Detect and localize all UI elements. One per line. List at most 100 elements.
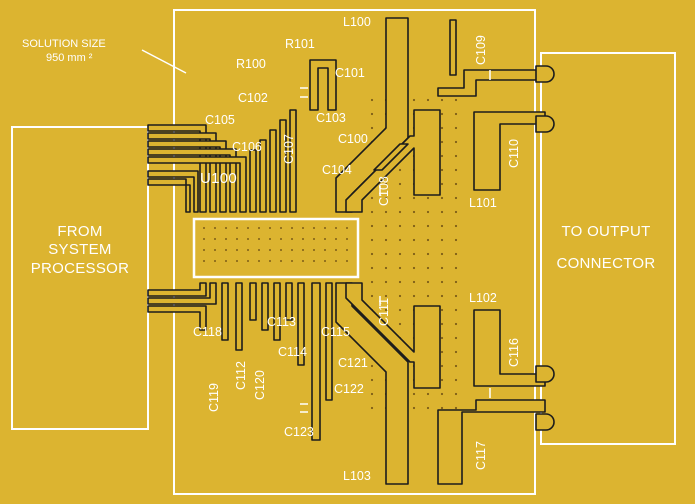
via [454, 336, 458, 340]
via [440, 266, 444, 270]
via [454, 322, 458, 326]
via [454, 238, 458, 242]
ic-via [236, 260, 238, 262]
via [426, 196, 430, 200]
ic-via [258, 249, 260, 251]
via [454, 168, 458, 172]
ic-via [335, 238, 337, 240]
ic-via [247, 260, 249, 262]
via [398, 308, 402, 312]
via [370, 196, 374, 200]
ic-via [313, 238, 315, 240]
ic-label: U100 [200, 170, 237, 187]
via [412, 98, 416, 102]
ref-c100: C100 [338, 132, 368, 146]
ref-c103: C103 [316, 111, 346, 125]
ic-via [236, 249, 238, 251]
via [398, 224, 402, 228]
via [426, 294, 430, 298]
via [370, 266, 374, 270]
via [454, 182, 458, 186]
via [440, 294, 444, 298]
via [454, 252, 458, 256]
via [440, 182, 444, 186]
via [398, 322, 402, 326]
ic-via [203, 227, 205, 229]
via [440, 308, 444, 312]
ic-via [269, 260, 271, 262]
via [412, 238, 416, 242]
ref-c118: C118 [193, 325, 222, 339]
via [370, 210, 374, 214]
ic-via [346, 227, 348, 229]
via [440, 364, 444, 368]
via [398, 238, 402, 242]
ref-c121: C121 [338, 356, 368, 370]
via [426, 238, 430, 242]
via [370, 406, 374, 410]
via [370, 280, 374, 284]
ic-via [346, 260, 348, 262]
via [440, 392, 444, 396]
ic-via [258, 260, 260, 262]
via [454, 98, 458, 102]
via [370, 294, 374, 298]
via [426, 266, 430, 270]
via [454, 266, 458, 270]
ref-r101: R101 [285, 37, 315, 51]
solution-outline [173, 9, 536, 495]
via [440, 406, 444, 410]
via [454, 210, 458, 214]
ref-l102: L102 [469, 291, 497, 305]
solution-size-line2: 950 mm ² [46, 52, 93, 64]
ic-via [280, 238, 282, 240]
via [426, 252, 430, 256]
ic-via [258, 227, 260, 229]
via [454, 378, 458, 382]
ref-c104: C104 [322, 163, 352, 177]
ic-via [225, 227, 227, 229]
input-bus-upper [147, 109, 297, 213]
via [426, 392, 430, 396]
via [454, 140, 458, 144]
ic-via [269, 249, 271, 251]
ref-c108: C108 [377, 176, 391, 206]
switch-node-upper [309, 17, 546, 213]
ic-via [313, 227, 315, 229]
ic-via [313, 260, 315, 262]
via [398, 252, 402, 256]
ref-c119: C119 [207, 383, 221, 412]
component-pads [300, 70, 491, 413]
via [412, 392, 416, 396]
via [454, 364, 458, 368]
ic-via [203, 238, 205, 240]
via [426, 98, 430, 102]
via [454, 126, 458, 130]
via [440, 154, 444, 158]
ref-r100: R100 [236, 57, 266, 71]
via [454, 280, 458, 284]
via [384, 210, 388, 214]
ic-via [203, 249, 205, 251]
via [412, 280, 416, 284]
via [454, 196, 458, 200]
via [454, 406, 458, 410]
via [398, 182, 402, 186]
solution-size-line1: SOLUTION SIZE [22, 38, 106, 50]
via [398, 210, 402, 214]
ref-c123: C123 [284, 425, 314, 439]
via [440, 322, 444, 326]
via [412, 294, 416, 298]
via [412, 252, 416, 256]
via [384, 238, 388, 242]
ref-c110: C110 [507, 139, 521, 168]
via [384, 252, 388, 256]
via [398, 196, 402, 200]
ref-c107: C107 [282, 134, 296, 164]
ref-c120: C120 [253, 370, 267, 400]
via [454, 112, 458, 116]
via [384, 294, 388, 298]
ic-via [247, 249, 249, 251]
via [426, 406, 430, 410]
